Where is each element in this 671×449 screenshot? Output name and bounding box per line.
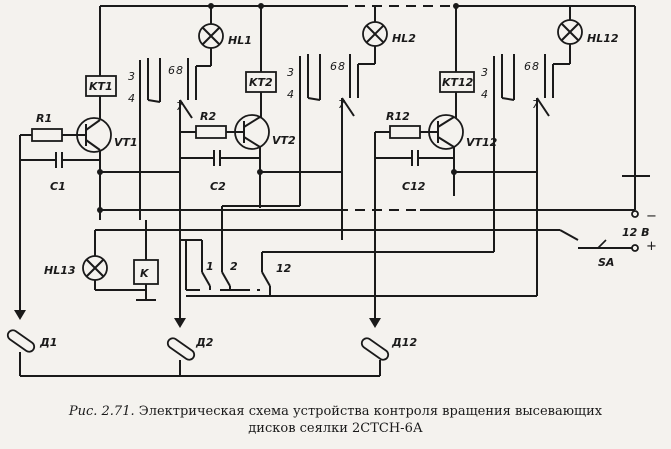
pin-4: 4: [481, 88, 488, 101]
circuit-schematic: KT1 HL1 3 4 6 8 7 VT1 R1: [6, 3, 657, 377]
pin-3: 3: [128, 70, 135, 83]
transistor-vt1-label: VT1: [114, 136, 138, 149]
transistor-vt12-label: VT12: [466, 136, 498, 149]
pin-8: 8: [176, 64, 183, 77]
pin-3: 3: [481, 66, 488, 79]
relay-kt12-label: KT12: [442, 76, 474, 89]
resistor-r1-label: R1: [36, 112, 52, 125]
pin-8: 8: [338, 60, 345, 73]
resistor-r2-label: R2: [200, 110, 216, 123]
sensor-d12-label: Д12: [391, 336, 417, 349]
contact-2-label: 2: [230, 260, 238, 273]
sensor-d2-label: Д2: [195, 336, 214, 349]
capacitor-c2-label: C2: [210, 180, 226, 193]
lamp-hl13-label: HL13: [44, 264, 76, 277]
switch-sa-label: SA: [598, 256, 614, 269]
power-section: − 12 B + SA: [95, 175, 657, 269]
switch-sa: [597, 239, 607, 249]
sensor-d2: [166, 337, 196, 361]
channel-1: KT1 HL1 3 4 6 8 7 VT1 R1: [19, 6, 252, 310]
channel-2: KT2 HL2 3 4 6 8 7 VT2 R2: [179, 6, 416, 318]
relay-k: [133, 259, 159, 285]
transistor-vt2-label: VT2: [272, 134, 296, 147]
pin-6: 6: [524, 60, 531, 73]
alarm-section: HL13 K 1 2 12: [44, 205, 538, 301]
pin-6: 6: [168, 64, 175, 77]
capacitor-c1-label: C1: [50, 180, 66, 193]
contact-12-label: 12: [276, 262, 292, 275]
sensors: Д1 Д2 Д12: [6, 310, 417, 377]
resistor-r2: [195, 125, 227, 139]
pin-8: 8: [532, 60, 539, 73]
figure-caption: Рис. 2.71. Электрическая схема устройств…: [0, 403, 671, 437]
pin-3: 3: [287, 66, 294, 79]
resistor-r12-label: R12: [386, 110, 410, 123]
pin-4: 4: [128, 92, 135, 105]
pin-6: 6: [330, 60, 337, 73]
resistor-r1: [31, 128, 63, 142]
sensor-d12: [360, 337, 390, 361]
pin-4: 4: [287, 88, 294, 101]
figure-number: Рис. 2.71.: [68, 404, 135, 419]
lamp-hl12-label: HL12: [587, 32, 619, 45]
voltage-label: 12 B: [622, 226, 650, 239]
lamp-hl2-label: HL2: [392, 32, 416, 45]
channel-12: KT12 HL12 3 4 6 8 7 VT12 R12: [374, 6, 619, 318]
caption-line-1: Электрическая схема устройства контроля …: [138, 404, 603, 419]
plus-terminal: +: [646, 239, 657, 254]
contact-1-label: 1: [206, 260, 214, 273]
caption-line-2: дисков сеялки 2СТСН-6А: [248, 421, 423, 436]
relay-kt1-label: KT1: [89, 80, 113, 93]
pin-7: 7: [532, 98, 539, 111]
relay-k-label: K: [140, 267, 150, 280]
minus-terminal: −: [646, 209, 657, 224]
sensor-d1-label: Д1: [39, 336, 57, 349]
lamp-hl1-label: HL1: [228, 34, 252, 47]
relay-kt2-label: KT2: [249, 76, 273, 89]
capacitor-c12-label: C12: [402, 180, 426, 193]
resistor-r12: [389, 125, 421, 139]
sensor-d1: [6, 329, 36, 353]
top-bus: [100, 3, 636, 210]
